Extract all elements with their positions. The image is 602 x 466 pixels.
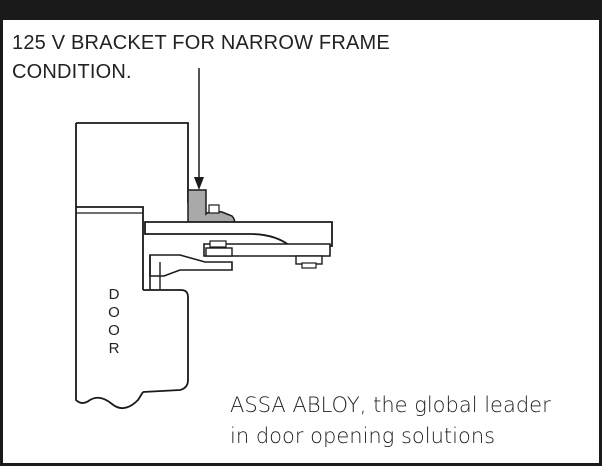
- lower-arm: [203, 243, 331, 257]
- pivot-right-cap: [301, 262, 317, 269]
- brand-tagline-line-2: in door opening solutions: [230, 424, 496, 448]
- door-letter-d: D: [108, 286, 120, 303]
- door-letter-o2: O: [108, 322, 120, 339]
- door-body: [75, 206, 144, 410]
- door-letter-r: R: [108, 340, 120, 357]
- caption-line-1: 125 V BRACKET FOR NARROW FRAME: [12, 32, 390, 54]
- connecting-link: [149, 254, 233, 277]
- pointer-arrow: [194, 68, 204, 190]
- caption-line-2: CONDITION.: [12, 61, 132, 83]
- bracket-nut: [208, 204, 220, 214]
- brand-tagline-line-1: ASSA ABLOY, the global leader: [230, 393, 551, 417]
- closer-body: [142, 289, 189, 393]
- main-arm: [144, 221, 333, 247]
- frame-header: [75, 122, 189, 207]
- top-bar: [0, 0, 602, 20]
- pivot-left-cap: [209, 240, 227, 248]
- pivot-left: [205, 247, 233, 257]
- door-letter-o1: O: [108, 304, 120, 321]
